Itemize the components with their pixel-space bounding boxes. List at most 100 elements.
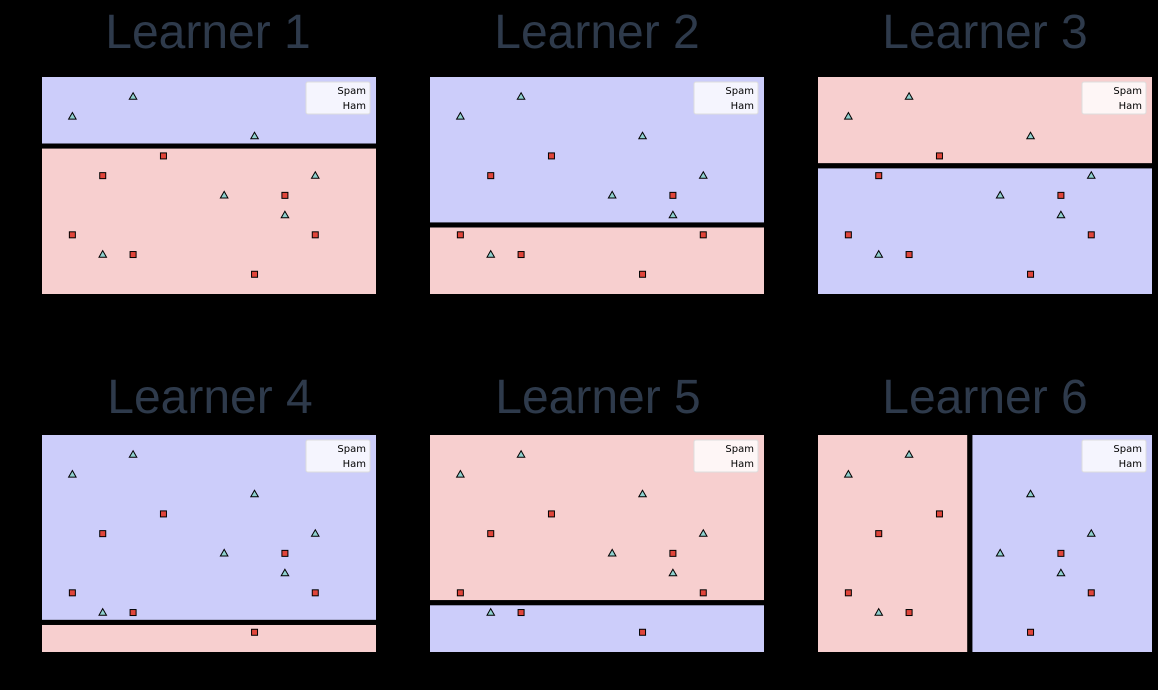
ham-point <box>1056 568 1066 577</box>
spam-point <box>1057 191 1065 199</box>
ham-point <box>486 249 496 258</box>
legend-label-spam: Spam <box>337 444 366 455</box>
spam-point <box>517 251 525 259</box>
legend-label-ham: Ham <box>731 459 754 470</box>
ham-point <box>637 131 648 140</box>
ham-point <box>98 607 108 616</box>
split-line <box>967 435 973 652</box>
spam-point <box>68 589 76 597</box>
ham-point <box>843 111 853 120</box>
learner-panel: Learner 1 Spam Ham <box>42 6 376 294</box>
spam-point <box>905 251 913 259</box>
panel-title: Learner 4 <box>107 371 312 424</box>
legend-box <box>1081 81 1147 115</box>
ham-point <box>843 469 853 478</box>
ham-point <box>1086 170 1096 179</box>
spam-point <box>99 530 107 538</box>
learner-panel: Learner 5 Spam Ham <box>430 371 764 652</box>
spam-point <box>669 549 677 557</box>
ham-point <box>668 568 678 577</box>
spam-point <box>639 270 647 278</box>
spam-point <box>99 172 107 180</box>
spam-point <box>844 231 852 239</box>
spam-point <box>456 231 464 239</box>
spam-point <box>456 589 464 597</box>
ham-point <box>67 469 77 478</box>
ham-point <box>637 489 648 498</box>
split-line <box>430 222 764 228</box>
legend: Spam Ham <box>305 81 371 115</box>
spam-point <box>251 628 259 636</box>
legend-box <box>693 81 759 115</box>
ham-point <box>874 607 884 616</box>
ham-point <box>607 190 617 199</box>
panel-title: Learner 2 <box>494 6 699 59</box>
spam-point <box>1057 549 1065 557</box>
ham-point <box>516 449 526 458</box>
legend-label-ham: Ham <box>1119 101 1142 112</box>
spam-point <box>699 589 707 597</box>
ham-point <box>98 249 108 258</box>
legend-box <box>305 81 371 115</box>
ham-point <box>698 170 708 179</box>
legend: Spam Ham <box>1081 81 1147 115</box>
learner-panel: Learner 4 Spam Ham <box>42 371 376 652</box>
spam-point <box>68 231 76 239</box>
ham-point <box>668 210 678 219</box>
region-spam <box>430 227 764 294</box>
ham-point <box>310 528 320 537</box>
split-line <box>430 600 764 606</box>
legend: Spam Ham <box>305 439 371 473</box>
panel-title: Learner 5 <box>495 371 700 424</box>
spam-point <box>875 172 883 180</box>
ham-point <box>904 91 914 100</box>
ham-point <box>249 131 260 140</box>
legend: Spam Ham <box>693 81 759 115</box>
spam-point <box>487 172 495 180</box>
spam-point <box>1087 231 1095 239</box>
ham-point <box>874 249 884 258</box>
ham-point <box>280 568 290 577</box>
spam-point <box>1027 270 1035 278</box>
spam-point <box>129 251 137 259</box>
ham-point <box>219 190 229 199</box>
spam-point <box>1087 589 1095 597</box>
learner-panel: Learner 2 Spam Ham <box>430 6 764 294</box>
legend-label-ham: Ham <box>1119 459 1142 470</box>
spam-point <box>281 191 289 199</box>
split-line <box>818 163 1152 169</box>
spam-point <box>935 152 943 160</box>
ham-point <box>219 548 229 557</box>
spam-point <box>699 231 707 239</box>
ham-point <box>1025 489 1036 498</box>
ham-point <box>1025 131 1036 140</box>
ham-point <box>607 548 617 557</box>
panel-title: Learner 1 <box>105 6 310 59</box>
spam-point <box>669 191 677 199</box>
legend-box <box>693 439 759 473</box>
ham-point <box>995 190 1005 199</box>
ham-point <box>280 210 290 219</box>
region-spam <box>42 624 376 652</box>
split-line <box>42 619 376 625</box>
spam-point <box>311 231 319 239</box>
spam-point <box>547 152 555 160</box>
legend-label-spam: Spam <box>1113 86 1142 97</box>
ham-point <box>128 449 138 458</box>
plot-area <box>818 77 1152 294</box>
region-ham <box>818 168 1152 294</box>
spam-point <box>159 152 167 160</box>
legend: Spam Ham <box>1081 439 1147 473</box>
legend-label-spam: Spam <box>337 86 366 97</box>
legend-label-spam: Spam <box>725 444 754 455</box>
ham-point <box>486 607 496 616</box>
spam-point <box>547 510 555 518</box>
spam-point <box>251 270 259 278</box>
ham-point <box>698 528 708 537</box>
spam-point <box>281 549 289 557</box>
legend-label-ham: Ham <box>343 101 366 112</box>
ham-point <box>310 170 320 179</box>
legend-label-ham: Ham <box>343 459 366 470</box>
learner-panel: Learner 3 Spam Ham <box>818 6 1152 294</box>
